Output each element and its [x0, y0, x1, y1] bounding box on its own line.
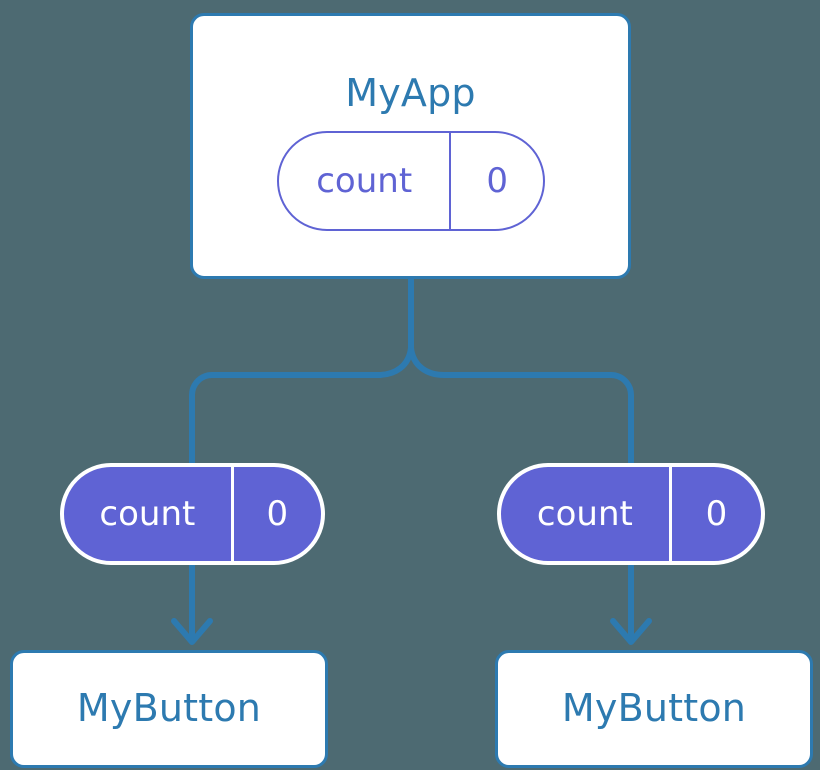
arrowhead-left-icon — [171, 618, 213, 645]
state-pill-child-left-value: 0 — [230, 467, 321, 561]
component-title-mybutton-right: MyButton — [561, 686, 747, 730]
state-pill-myapp-key: count — [316, 161, 413, 201]
state-pill-myapp-value: 0 — [449, 133, 543, 229]
component-node-mybutton-left[interactable]: MyButton — [10, 650, 328, 768]
state-pill-myapp[interactable]: count 0 — [277, 131, 545, 231]
state-pill-child-left[interactable]: count 0 — [60, 463, 325, 565]
connector-fork-left — [189, 347, 414, 463]
state-pill-child-right[interactable]: count 0 — [497, 463, 765, 565]
state-pill-child-right-value: 0 — [668, 467, 761, 561]
component-node-mybutton-right[interactable]: MyButton — [495, 650, 813, 768]
state-pill-child-left-key: count — [99, 494, 196, 534]
state-pill-child-right-key: count — [536, 494, 633, 534]
connector-fork-right — [408, 347, 634, 463]
component-title-mybutton-left: MyButton — [76, 686, 262, 730]
component-title-myapp: MyApp — [345, 71, 476, 115]
arrowhead-right-icon — [610, 618, 652, 645]
